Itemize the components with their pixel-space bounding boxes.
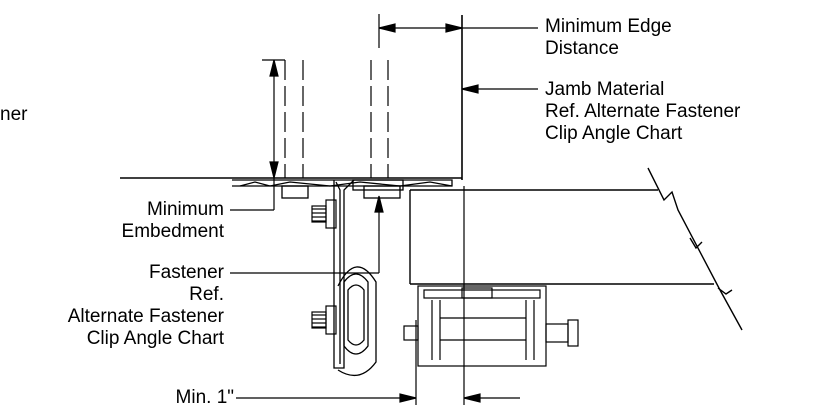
min-one-inch-label: Min. 1" <box>175 387 234 408</box>
bolt-lower <box>311 305 337 335</box>
min-edge-distance-label: Minimum Edge Distance <box>545 16 672 59</box>
jamb-leader <box>461 84 538 94</box>
edge-distance-dimension <box>378 14 538 48</box>
jamb-material-label: Jamb Material Ref. Alternate Fastener Cl… <box>545 79 741 144</box>
fastener-anchors <box>284 60 389 178</box>
clip-angle <box>232 179 453 369</box>
roller-wheel <box>337 266 377 377</box>
bolt-upper <box>311 199 337 229</box>
min-one-inch-dimension <box>236 186 520 405</box>
jamb-material <box>120 15 463 180</box>
cut-off-label: ner <box>0 104 28 125</box>
hinge-bracket <box>403 285 579 367</box>
fastener-label: Fastener Ref. Alternate Fastener Clip An… <box>67 262 224 349</box>
embedment-dimension <box>230 59 285 211</box>
minimum-embedment-label: Minimum Embedment <box>121 199 224 242</box>
door-panel <box>409 167 743 331</box>
fastener-leader <box>230 195 384 274</box>
